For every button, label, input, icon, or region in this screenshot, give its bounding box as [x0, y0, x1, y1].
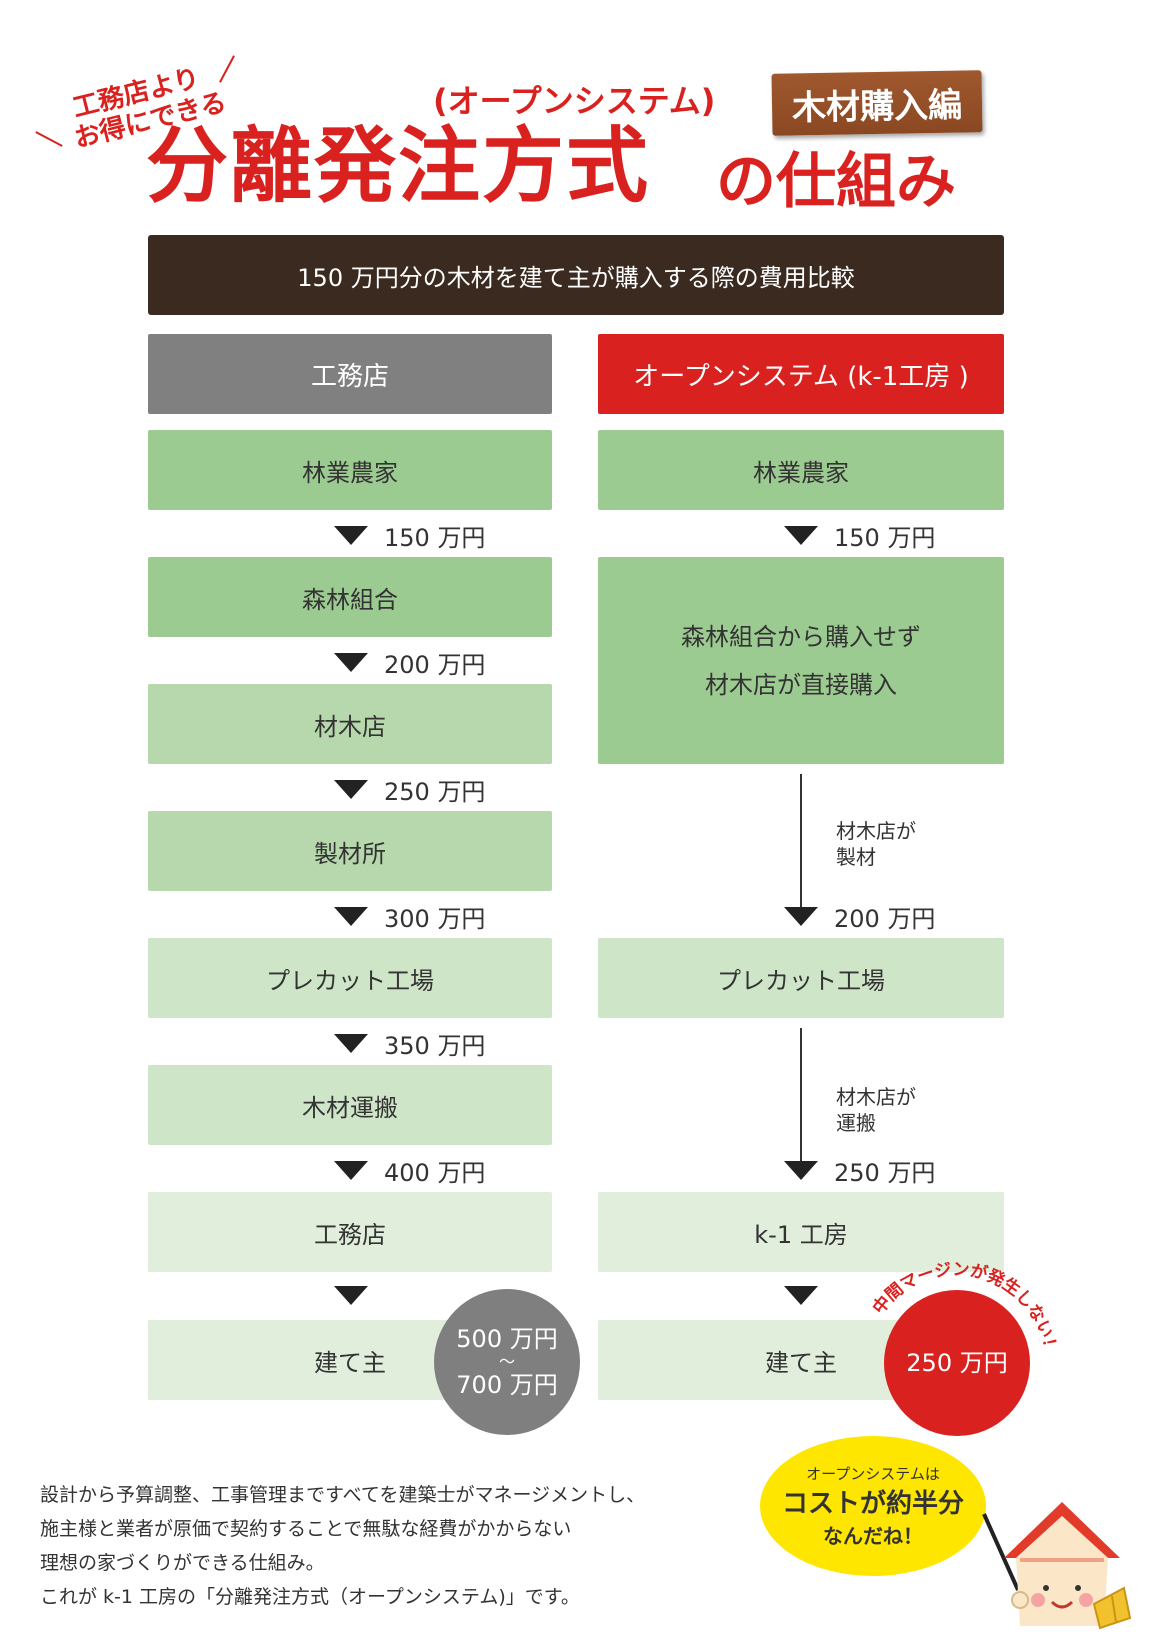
- right-connector-1: [800, 774, 802, 908]
- right-price-3: 250 万円: [784, 1156, 935, 1187]
- left-price-2: 200 万円: [334, 648, 485, 679]
- left-step-contractor: 工務店: [148, 1192, 552, 1272]
- right-price-1: 150 万円: [784, 521, 935, 552]
- subtitle: (オープンシステム): [433, 82, 716, 120]
- comparison-banner: 150 万円分の木材を建て主が購入する際の費用比較: [148, 235, 1004, 315]
- footer-line-2: 施主様と業者が原価で契約することで無駄な経費がかからない: [40, 1518, 572, 1540]
- bubble-line-3: なんだね！: [823, 1524, 923, 1548]
- footer-line-1: 設計から予算調整、工事管理まですべてを建築士がマネージメントし、: [40, 1484, 646, 1506]
- down-arrow-icon: [784, 1286, 818, 1305]
- left-price-4: 300 万円: [334, 902, 485, 933]
- left-step-sawmill: 製材所: [148, 811, 552, 891]
- footer-description: 設計から予算調整、工事管理まですべてを建築士がマネージメントし、 施主様と業者が…: [40, 1478, 760, 1614]
- down-arrow-icon: [334, 779, 368, 799]
- right-total-circle: 250 万円: [884, 1290, 1030, 1436]
- right-connector-2: [800, 1028, 802, 1162]
- right-step-forestry-farmer: 林業農家: [598, 430, 1004, 510]
- footer-line-4: これが k-1 工房の「分離発注方式（オープンシステム)」です。: [40, 1586, 580, 1608]
- column-header-contractor: 工務店: [148, 334, 552, 414]
- down-arrow-icon: [784, 1160, 818, 1180]
- curved-note-text: 中間マージンが発生しない！: [868, 1262, 1060, 1357]
- right-step-direct-purchase: 森林組合から購入せず 材木店が直接購入: [598, 557, 1004, 764]
- down-arrow-icon: [784, 906, 818, 926]
- right-direct-line-1: 森林組合から購入せず: [681, 622, 921, 651]
- down-arrow-icon: [334, 906, 368, 926]
- down-arrow-icon: [784, 525, 818, 545]
- main-title-suffix: の仕組み: [716, 147, 956, 217]
- left-price-3: 250 万円: [334, 775, 485, 806]
- bubble-line-2: コストが約半分: [781, 1489, 964, 1519]
- down-arrow-icon: [334, 525, 368, 545]
- right-note-sawing: 材木店が 製材: [836, 819, 916, 869]
- left-price-5: 350 万円: [334, 1029, 485, 1060]
- down-arrow-icon: [334, 1160, 368, 1180]
- speech-bubble: オープンシステムは コストが約半分 なんだね！: [760, 1436, 986, 1576]
- left-total-bottom: 700 万円: [456, 1371, 558, 1399]
- left-total-tilde: 〜: [498, 1352, 515, 1371]
- main-title: 分離発注方式: [146, 119, 651, 214]
- bubble-line-1: オープンシステムは: [806, 1465, 940, 1483]
- left-step-forestry-farmer: 林業農家: [148, 430, 552, 510]
- right-owner-label: 建て主: [765, 1348, 837, 1377]
- right-total: 250 万円: [906, 1349, 1008, 1377]
- left-step-transport: 木材運搬: [148, 1065, 552, 1145]
- title-area: 工務店より お得にできる (オープンシステム) 木材購入編 分離発注方式 の仕組…: [0, 0, 1160, 225]
- tag-slash-right: [219, 55, 235, 83]
- house-mascot-icon: [982, 1502, 1132, 1630]
- left-step-lumber-store: 材木店: [148, 684, 552, 764]
- footer-line-3: 理想の家づくりができる仕組み。: [40, 1552, 325, 1574]
- left-owner-label: 建て主: [314, 1348, 386, 1377]
- left-total-top: 500 万円: [456, 1325, 558, 1353]
- left-step-forest-cooperative: 森林組合: [148, 557, 552, 637]
- down-arrow-icon: [334, 1286, 368, 1305]
- edition-label: 木材購入編: [771, 70, 983, 136]
- right-direct-line-2: 材木店が直接購入: [705, 670, 897, 699]
- curved-note: 中間マージンが発生しない！: [868, 1262, 1060, 1357]
- column-header-open-system: オープンシステム (k-1工房 ): [598, 334, 1004, 414]
- down-arrow-icon: [334, 1033, 368, 1053]
- right-step-k1-studio: k-1 工房: [598, 1192, 1004, 1272]
- right-note-transport: 材木店が 運搬: [836, 1085, 916, 1135]
- right-price-2: 200 万円: [784, 902, 935, 933]
- tag-slash-left: [35, 131, 63, 147]
- svg-text:中間マージンが発生しない！: 中間マージンが発生しない！: [868, 1262, 1060, 1357]
- right-step-precut-factory: プレカット工場: [598, 938, 1004, 1018]
- left-price-6: 400 万円: [334, 1156, 485, 1187]
- down-arrow-icon: [334, 652, 368, 672]
- left-price-1: 150 万円: [334, 521, 485, 552]
- left-step-precut-factory: プレカット工場: [148, 938, 552, 1018]
- left-total-circle: 500 万円 〜 700 万円: [434, 1289, 580, 1435]
